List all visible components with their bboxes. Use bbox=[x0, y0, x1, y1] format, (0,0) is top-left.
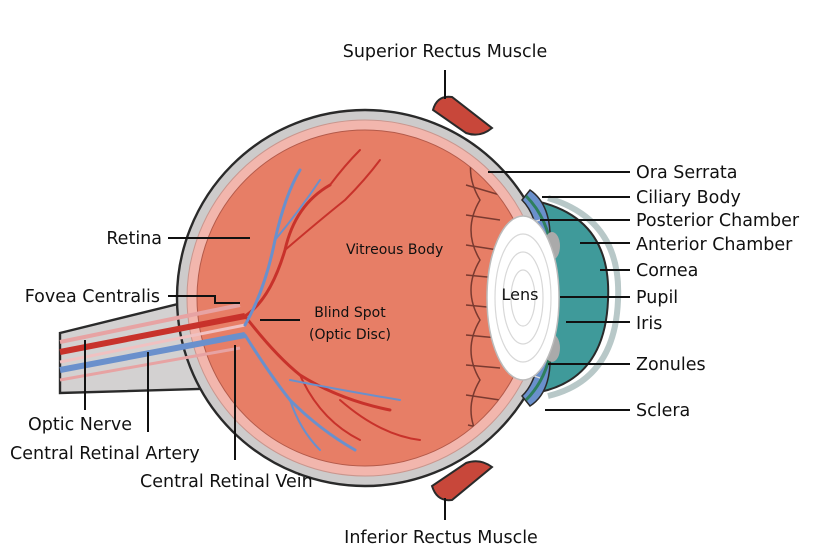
zonules-label: Zonules bbox=[636, 355, 706, 375]
ora-serrata-label: Ora Serrata bbox=[636, 163, 738, 183]
vitreous-body-label: Vitreous Body bbox=[346, 242, 443, 258]
inferior-rectus-label: Inferior Rectus Muscle bbox=[344, 528, 538, 548]
cornea-label: Cornea bbox=[636, 261, 698, 281]
ciliary-body-label: Ciliary Body bbox=[636, 188, 741, 208]
optic-nerve-label: Optic Nerve bbox=[28, 415, 132, 435]
optic-nerve-fibres bbox=[59, 303, 246, 382]
retina-label: Retina bbox=[106, 229, 162, 249]
superior-rectus-label: Superior Rectus Muscle bbox=[343, 42, 548, 62]
central-retinal-artery-label: Central Retinal Artery bbox=[10, 444, 200, 464]
cornea-outer-edge bbox=[547, 195, 622, 399]
inferior-rectus-muscle bbox=[430, 460, 494, 502]
anterior-chamber-label: Anterior Chamber bbox=[636, 235, 793, 255]
leader-lines bbox=[84, 70, 630, 520]
lens bbox=[486, 215, 560, 381]
central-retinal-vein-label: Central Retinal Vein bbox=[140, 472, 313, 492]
fovea-centralis-label: Fovea Centralis bbox=[25, 287, 160, 307]
optic-disc-label: (Optic Disc) bbox=[309, 327, 391, 343]
lens-label: Lens bbox=[502, 285, 539, 304]
blind-spot-label: Blind Spot bbox=[314, 305, 386, 321]
sclera-label: Sclera bbox=[636, 401, 690, 421]
posterior-chamber-label: Posterior Chamber bbox=[636, 211, 800, 231]
retinal-vessels bbox=[243, 149, 421, 452]
superior-rectus-muscle bbox=[431, 95, 494, 136]
pupil-label: Pupil bbox=[636, 288, 678, 308]
vitreous-body bbox=[196, 129, 534, 467]
iris-label: Iris bbox=[636, 314, 662, 334]
